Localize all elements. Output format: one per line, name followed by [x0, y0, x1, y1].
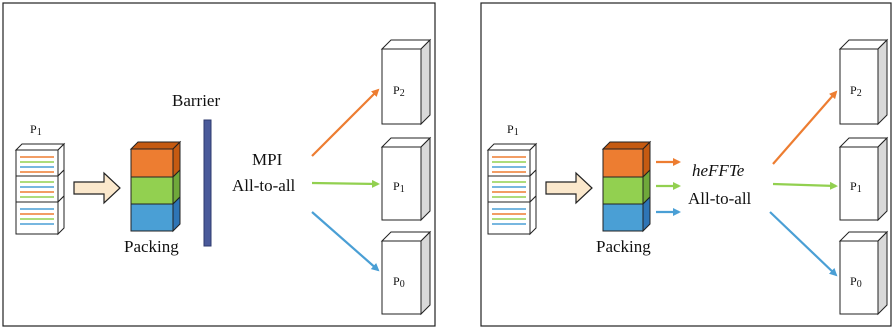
left-target-p1: P1 — [380, 136, 432, 222]
left-arrow-to-p0 — [311, 211, 380, 272]
left-panel: P1 — [2, 2, 436, 327]
right-target-p0: P0 — [838, 230, 889, 316]
barrier-label: Barrier — [172, 91, 220, 110]
left-comm-line2: All-to-all — [232, 176, 296, 195]
left-target-p1-label: P1 — [393, 179, 405, 195]
left-packed-stack — [129, 140, 182, 233]
right-fat-arrow — [545, 171, 593, 205]
right-target-p1-label: P1 — [850, 179, 862, 195]
right-comm-line1: heFFTe — [692, 161, 745, 180]
left-target-p2: P2 — [380, 38, 432, 126]
barrier-bar — [203, 119, 212, 247]
left-comm-line1: MPI — [252, 150, 283, 169]
right-panel: P1 — [480, 2, 892, 327]
right-arrow-to-p0 — [769, 211, 838, 277]
right-arrow-to-p2 — [772, 90, 838, 165]
right-target-p0-label: P0 — [850, 274, 862, 290]
left-target-p2-label: P2 — [393, 83, 405, 99]
left-packing-label: Packing — [124, 237, 179, 256]
left-arrow-to-p1 — [311, 179, 380, 188]
left-target-p0: P0 — [380, 230, 432, 316]
right-arrow-to-p1 — [772, 181, 838, 190]
right-panel-frame — [480, 2, 892, 327]
right-packed-stack — [601, 140, 652, 233]
right-source-label: P1 — [507, 122, 519, 138]
left-target-p0-label: P0 — [393, 274, 405, 290]
right-target-p1: P1 — [838, 136, 889, 222]
right-comm-line2: All-to-all — [688, 189, 752, 208]
left-source-label: P1 — [30, 122, 42, 138]
right-target-p2-label: P2 — [850, 83, 862, 99]
left-panel-frame — [2, 2, 436, 327]
right-target-p2: P2 — [838, 38, 889, 126]
left-fat-arrow — [73, 171, 121, 205]
right-packing-label: Packing — [596, 237, 651, 256]
left-source-stack — [14, 142, 66, 236]
left-arrow-to-p2 — [311, 88, 380, 157]
right-source-stack — [486, 142, 538, 236]
